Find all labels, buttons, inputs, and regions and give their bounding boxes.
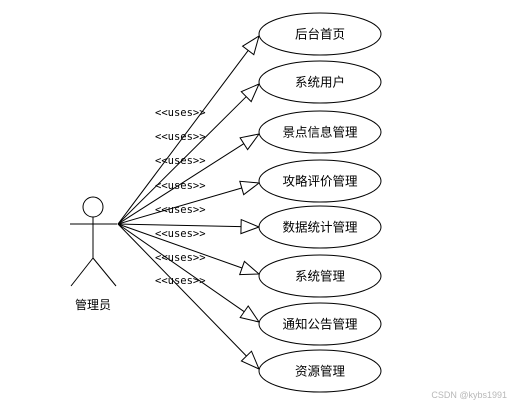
arrowhead-8	[240, 350, 260, 370]
use-case-4-label: 攻略评价管理	[282, 174, 358, 189]
uses-label-7: <<uses>>	[155, 252, 206, 264]
arrowhead-7	[239, 305, 261, 323]
arrowhead-1	[241, 34, 260, 56]
use-case-2-label: 系统用户	[295, 75, 345, 90]
uses-label-6: <<uses>>	[155, 228, 206, 240]
arrowhead-2	[240, 83, 260, 103]
uses-label-2: <<uses>>	[155, 131, 206, 143]
actor-head	[82, 196, 104, 218]
watermark: CSDN @kybs1991	[431, 390, 507, 400]
use-case-7-label: 通知公告管理	[282, 317, 358, 332]
use-case-3-label: 景点信息管理	[282, 125, 358, 140]
use-case-6-label: 系统管理	[295, 269, 346, 284]
use-case-5: 数据统计管理	[258, 205, 382, 249]
arrowhead-4	[239, 180, 261, 196]
uses-label-3: <<uses>>	[155, 155, 206, 167]
association-line-1	[117, 50, 249, 225]
use-case-1-label: 后台首页	[295, 27, 345, 42]
use-case-4: 攻略评价管理	[258, 159, 382, 203]
association-line-7	[117, 223, 245, 313]
association-lines	[117, 34, 261, 370]
uses-label-4: <<uses>>	[155, 180, 206, 192]
arrowhead-3	[239, 133, 261, 151]
association-line-3	[117, 143, 245, 225]
use-case-1: 后台首页	[258, 12, 382, 56]
arrowhead-6	[238, 260, 261, 276]
actor-figure: 管理员	[70, 196, 117, 312]
uses-label-5: <<uses>>	[155, 204, 206, 216]
use-case-7: 通知公告管理	[258, 302, 382, 346]
association-line-4	[117, 187, 242, 225]
actor-label: 管理员	[75, 297, 111, 312]
actor-right-leg	[92, 257, 117, 287]
use-case-8: 资源管理	[258, 349, 382, 393]
use-case-3: 景点信息管理	[258, 110, 382, 154]
use-case-8-label: 资源管理	[295, 364, 346, 379]
use-case-5-label: 数据统计管理	[282, 220, 358, 235]
association-line-2	[117, 96, 247, 225]
actor-left-leg	[70, 257, 94, 287]
association-line-6	[117, 223, 243, 269]
use-case-6: 系统管理	[258, 254, 382, 298]
association-line-5	[117, 223, 242, 228]
use-case-ellipses: 后台首页 系统用户 景点信息管理 攻略评价管理 数据统计管理 系统管理 通知公告…	[258, 12, 382, 393]
uses-labels: <<uses>> <<uses>> <<uses>> <<uses>> <<us…	[155, 107, 206, 287]
association-line-8	[117, 223, 247, 357]
use-case-2: 系统用户	[258, 60, 382, 104]
uses-label-1: <<uses>>	[155, 107, 206, 119]
arrowhead-5	[240, 218, 261, 235]
uses-label-8: <<uses>>	[155, 275, 206, 287]
